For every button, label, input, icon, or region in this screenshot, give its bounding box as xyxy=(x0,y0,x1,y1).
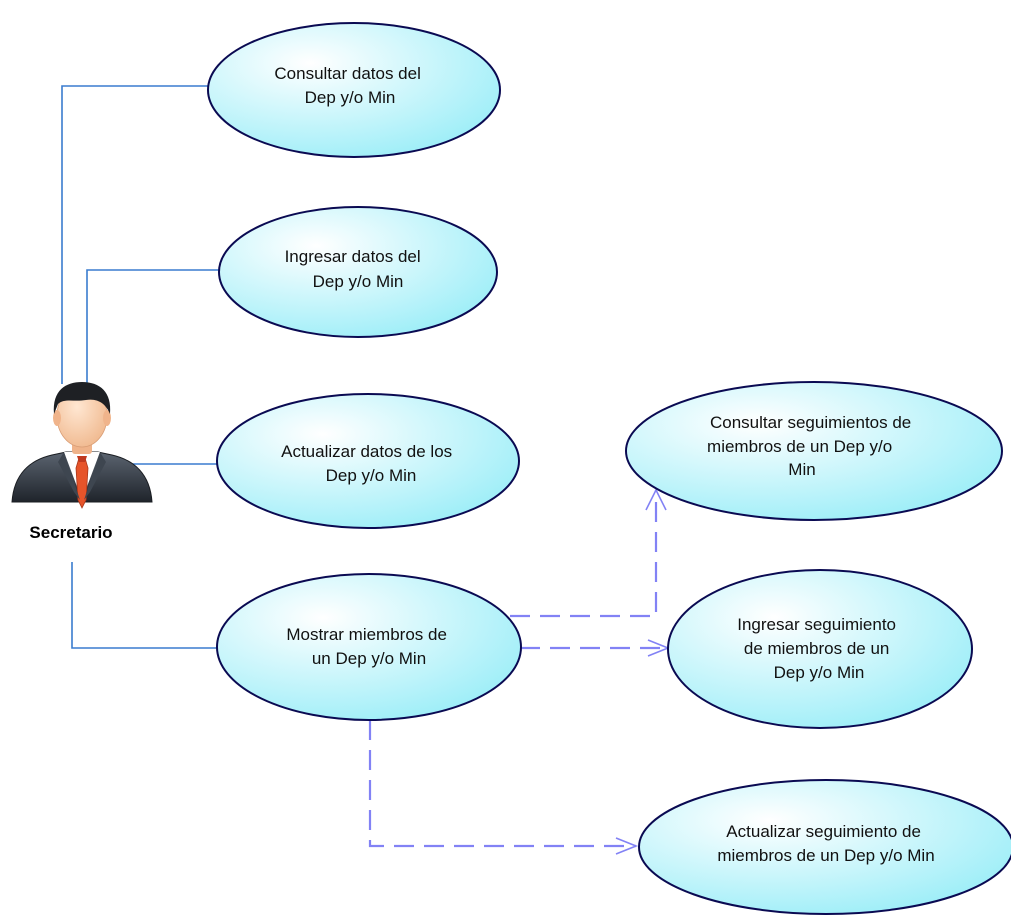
use-case-label-line: Ingresar seguimiento xyxy=(737,615,896,634)
use-case-label-line: un Dep y/o Min xyxy=(312,649,426,668)
use-case-label: Ingresar seguimiento de miembros de un D… xyxy=(737,615,901,682)
actor-secretario[interactable]: Secretario xyxy=(11,382,153,542)
use-case-ellipse xyxy=(667,569,973,729)
use-case-ellipse xyxy=(207,22,501,158)
use-case-mostrar-miembros[interactable]: Mostrar miembros de un Dep y/o Min xyxy=(216,573,522,721)
use-case-ellipse xyxy=(216,393,520,529)
use-case-label: Ingresar datos del Dep y/o Min xyxy=(285,247,426,291)
use-case-consultar-seguimientos[interactable]: Consultar seguimientos de miembros de un… xyxy=(625,381,1003,521)
use-case-ellipse xyxy=(218,206,498,338)
use-case-actualizar-datos[interactable]: Actualizar datos de los Dep y/o Min xyxy=(216,393,520,529)
dependency-arrowheads xyxy=(615,488,671,855)
use-case-label-line: Ingresar datos del xyxy=(285,247,421,266)
use-case-label-line: Dep y/o Min xyxy=(305,88,396,107)
use-case-ingresar-seguimiento[interactable]: Ingresar seguimiento de miembros de un D… xyxy=(667,569,973,729)
dependency-lines xyxy=(368,490,668,848)
use-case-label: Actualizar datos de los Dep y/o Min xyxy=(281,442,457,485)
arrowhead-uc5 xyxy=(645,488,667,511)
use-case-label-line: Dep y/o Min xyxy=(313,272,404,291)
use-case-label-line: Min xyxy=(788,460,815,479)
use-case-consultar-datos[interactable]: Consultar datos del Dep y/o Min xyxy=(207,22,501,158)
use-case-label: Actualizar seguimiento de miembros de un… xyxy=(717,822,934,865)
association-lines xyxy=(61,85,219,649)
dependency-line-uc7 xyxy=(368,720,636,848)
use-case-label-line: Actualizar seguimiento de xyxy=(726,822,921,841)
use-case-ellipse xyxy=(216,573,522,721)
association-line-uc2 xyxy=(86,269,219,390)
use-case-label-line: Consultar datos del xyxy=(274,64,420,83)
use-case-label: Consultar seguimientos de miembros de un… xyxy=(707,413,916,479)
arrowhead-uc7 xyxy=(615,837,639,855)
use-case-ingresar-datos[interactable]: Ingresar datos del Dep y/o Min xyxy=(218,206,498,338)
use-case-label-line: Actualizar datos de los xyxy=(281,442,452,461)
use-case-label-line: Dep y/o Min xyxy=(326,466,417,485)
association-line-uc4 xyxy=(71,562,217,649)
use-case-ellipse xyxy=(638,779,1011,915)
actor-label: Secretario xyxy=(29,523,112,542)
use-case-label-line: de miembros de un xyxy=(744,639,890,658)
dependency-line-uc5 xyxy=(510,490,658,618)
use-case-ellipse xyxy=(625,381,1003,521)
use-case-label-line: miembros de un Dep y/o xyxy=(707,437,892,456)
use-case-label-line: Mostrar miembros de xyxy=(286,625,447,644)
use-case-actualizar-seguimiento[interactable]: Actualizar seguimiento de miembros de un… xyxy=(638,779,1011,915)
use-case-label-line: Consultar seguimientos de xyxy=(710,413,911,432)
association-line-uc1 xyxy=(61,85,210,384)
use-case-label-line: Dep y/o Min xyxy=(774,663,865,682)
use-case-label: Consultar datos del Dep y/o Min xyxy=(274,64,425,107)
businessman-icon xyxy=(11,382,153,509)
use-case-label: Mostrar miembros de un Dep y/o Min xyxy=(286,625,451,668)
use-case-label-line: miembros de un Dep y/o Min xyxy=(717,846,934,865)
